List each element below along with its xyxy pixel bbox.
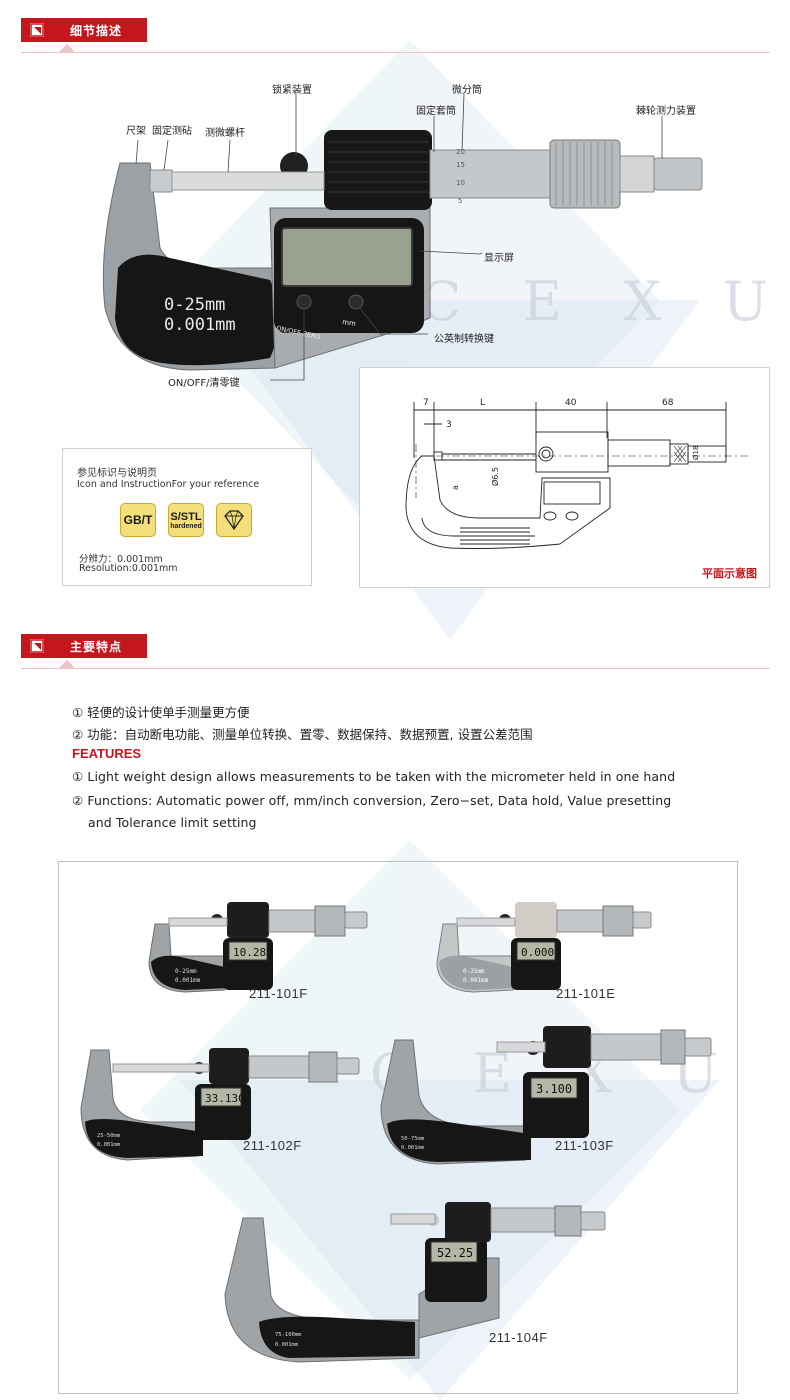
model-range: 50-75mm [401,1136,425,1142]
label-sleeve: 固定套筒 [416,106,456,117]
section-title: 主要特点 [70,640,123,654]
corner-mark-icon [30,23,44,37]
features-title: FEATURES [72,746,142,761]
stainless-badge-label: S/STL [170,510,202,523]
model-label-211-101f: 211-101F [249,986,308,1001]
technical-drawing: 7 3 L 40 68 Ø6.5 Ø18 a [405,398,750,549]
model-res: 0.001mm [275,1342,299,1348]
stainless-badge-sub: hardened [170,522,202,530]
main-range-text: 0-25mm [164,295,225,315]
dim-3: 3 [446,420,452,430]
feature-cn-2: ② 功能：自动断电功能、测量单位转换、置零、数据保持、数据预置, 设置公差范围 [72,727,533,742]
model-res: 0.001mm [175,977,201,984]
model-lcd: 10.285 [233,946,273,959]
technical-drawing-box: 7 3 L 40 68 Ø6.5 Ø18 a 平面示意图 [359,367,770,588]
model-range: 0-25mm [463,968,485,975]
diamond-icon [224,510,244,531]
scale-mark-3: 10 [456,179,465,187]
product-gallery: 0-25mm 0.001mm 10.285 211-101F 0-25mm 0.… [58,861,738,1394]
scale-mark-4: 5 [458,197,462,205]
drawing-caption: 平面示意图 [702,567,757,580]
gbt-badge-label: GB/T [123,513,153,527]
section-header-detail: 细节描述 [21,18,770,53]
feature-cn-1: ① 轻便的设计使单手测量更方便 [72,705,250,720]
main-resolution-text: 0.001mm [164,315,236,335]
micrometer-main-image: 0-25mm 0.001mm 20 15 10 5 ON/OFF ZERO mm [102,93,703,381]
section-divider [21,52,770,53]
section-notch [59,44,75,52]
micrometer-211-104f: 75-100mm 0.001mm 52.25 [224,1202,606,1363]
model-res: 0.001mm [401,1145,425,1151]
label-spindle: 测微螺杆 [205,128,245,139]
section-tag: 细节描述 [21,18,147,42]
dim-dia18: Ø18 [692,446,700,460]
scale-mark-1: 20 [456,148,465,156]
reference-title-en: Icon and InstructionFor your reference [77,479,260,490]
model-label-211-101e: 211-101E [556,986,616,1001]
section-notch [59,660,75,668]
model-res: 0.001mm [97,1142,121,1148]
section-header-features: 主要特点 [21,634,770,669]
dim-40: 40 [565,398,577,408]
model-res: 0.001mm [463,977,489,984]
micrometer-211-102f: 25-50mm 0.001mm 33.130 [80,1048,360,1161]
stainless-badge: S/STL hardened [168,503,204,537]
model-lcd: 33.130 [205,1092,245,1105]
model-label-211-102f: 211-102F [243,1138,302,1153]
reference-box: 参见标识与说明页 Icon and InstructionFor your re… [62,448,312,586]
feature-en-2b: and Tolerance limit setting [88,815,257,830]
label-unit-key: 公英制转换键 [434,334,494,345]
micrometer-211-103f: 50-75mm 0.001mm 3.100 [380,1026,712,1165]
model-lcd: 3.100 [536,1082,572,1096]
section-tag: 主要特点 [21,634,147,658]
btn-mm-label: mm [342,318,357,328]
corner-mark-icon [30,639,44,653]
model-label-211-103f: 211-103F [555,1138,614,1153]
label-lock: 锁紧装置 [272,85,312,96]
dim-dia65: Ø6.5 [490,467,500,486]
scale-mark-2: 15 [456,161,465,169]
feature-en-1: ① Light weight design allows measurement… [72,769,676,784]
label-onoff-key: ON/OFF/清零键 [168,378,240,389]
gbt-badge: GB/T [120,503,156,537]
section-divider [21,668,770,669]
model-label-211-104f: 211-104F [489,1330,548,1345]
label-anvil: 固定测砧 [152,126,192,137]
label-frame: 尺架 [126,126,146,137]
label-ratchet: 棘轮测力装置 [636,106,696,117]
resolution-en: Resolution:0.001mm [79,563,178,574]
label-thimble: 微分筒 [452,85,482,96]
label-display: 显示屏 [484,253,514,264]
micrometer-211-101f: 0-25mm 0.001mm 10.285 [148,902,368,993]
micrometer-211-101e: 0-25mm 0.001mm 0.000 [436,902,652,993]
model-range: 25-50mm [97,1133,121,1139]
dim-7: 7 [423,398,429,408]
resolution-cn: 分辨力：0.001mm [79,554,163,565]
model-lcd: 52.25 [437,1246,473,1260]
dim-l: L [480,398,485,408]
section-title: 细节描述 [70,24,123,38]
dim-a: a [451,485,460,490]
model-lcd: 0.000 [521,946,554,959]
diamond-badge [216,503,252,537]
model-range: 75-100mm [275,1332,302,1338]
model-range: 0-25mm [175,968,197,975]
dim-68: 68 [662,398,674,408]
feature-en-2: ② Functions: Automatic power off, mm/inc… [72,793,672,808]
reference-title-cn: 参见标识与说明页 [77,468,157,479]
